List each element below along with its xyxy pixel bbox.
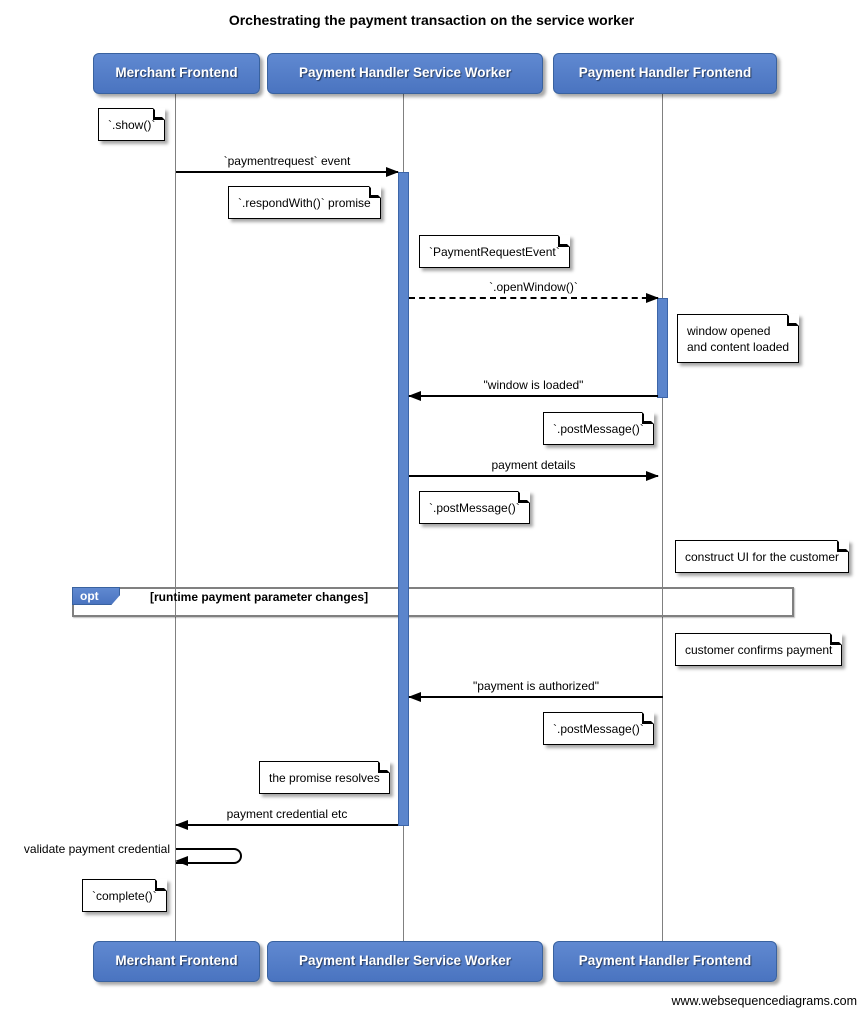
actor-payment-handler-service-worker-top: Payment Handler Service Worker bbox=[267, 53, 543, 94]
message-label: payment credential etc bbox=[226, 807, 348, 821]
lifeline-payment-handler-frontend bbox=[662, 92, 663, 941]
message-validate-credential-loop bbox=[175, 848, 242, 866]
note-complete: `complete()` bbox=[82, 879, 167, 912]
activation-bar-handler-frontend bbox=[657, 298, 668, 398]
message-line bbox=[176, 171, 398, 173]
note-window-opened: window opened and content loaded bbox=[677, 314, 800, 363]
opt-fragment-frame: opt [runtime payment parameter changes] bbox=[72, 587, 794, 617]
actor-merchant-frontend-bottom: Merchant Frontend bbox=[93, 941, 260, 982]
actor-merchant-frontend-top: Merchant Frontend bbox=[93, 53, 260, 94]
message-validate-credential-label: validate payment credential bbox=[23, 842, 170, 856]
actor-payment-handler-service-worker-bottom: Payment Handler Service Worker bbox=[267, 941, 543, 982]
opt-fragment-condition: [runtime payment parameter changes] bbox=[150, 590, 369, 604]
message-line-dashed bbox=[409, 297, 658, 299]
actor-payment-handler-frontend-top: Payment Handler Frontend bbox=[553, 53, 777, 94]
arrowhead-right-icon bbox=[646, 293, 659, 303]
note-customer-confirms: customer confirms payment bbox=[675, 633, 843, 666]
message-open-window: `.openWindow()` bbox=[409, 279, 659, 303]
opt-fragment-operator: opt bbox=[72, 587, 120, 605]
message-line bbox=[409, 696, 663, 698]
message-line bbox=[409, 395, 658, 397]
note-promise-resolves: the promise resolves bbox=[259, 761, 390, 794]
message-window-is-loaded: "window is loaded" bbox=[408, 377, 658, 401]
message-payment-details: payment details bbox=[409, 457, 659, 481]
arrowhead-left-icon bbox=[408, 391, 421, 401]
arrowhead-left-icon bbox=[408, 692, 421, 702]
message-label: `paymentrequest` event bbox=[223, 154, 351, 168]
message-line bbox=[176, 824, 398, 826]
note-paymentrequestevent: `PaymentRequestEvent` bbox=[419, 235, 570, 268]
note-construct-ui: construct UI for the customer bbox=[675, 540, 850, 573]
note-postmessage-1: `.postMessage()` bbox=[543, 412, 654, 445]
actor-payment-handler-frontend-bottom: Payment Handler Frontend bbox=[553, 941, 777, 982]
note-postmessage-2: `.postMessage()` bbox=[419, 491, 530, 524]
arrowhead-left-icon bbox=[175, 820, 188, 830]
message-payment-credential: payment credential etc bbox=[175, 806, 398, 830]
arrowhead-left-icon bbox=[175, 856, 188, 866]
note-show: `.show()` bbox=[98, 108, 166, 141]
message-payment-is-authorized: "payment is authorized" bbox=[408, 678, 663, 702]
arrowhead-right-icon bbox=[646, 471, 659, 481]
message-label: payment details bbox=[491, 458, 576, 472]
message-paymentrequest-event: `paymentrequest` event bbox=[176, 153, 399, 177]
note-postmessage-3: `.postMessage()` bbox=[543, 712, 654, 745]
diagram-title: Orchestrating the payment transaction on… bbox=[228, 12, 635, 28]
arrowhead-right-icon bbox=[386, 167, 399, 177]
message-label: "window is loaded" bbox=[483, 378, 584, 392]
message-label: "payment is authorized" bbox=[473, 679, 599, 693]
note-respondwith-promise: `.respondWith()` promise bbox=[228, 186, 381, 219]
lifeline-merchant-frontend bbox=[175, 92, 176, 941]
activation-bar-service-worker bbox=[398, 172, 409, 826]
watermark-websequencediagrams: www.websequencediagrams.com bbox=[671, 994, 857, 1008]
message-line bbox=[409, 475, 658, 477]
message-label: `.openWindow()` bbox=[489, 280, 578, 294]
